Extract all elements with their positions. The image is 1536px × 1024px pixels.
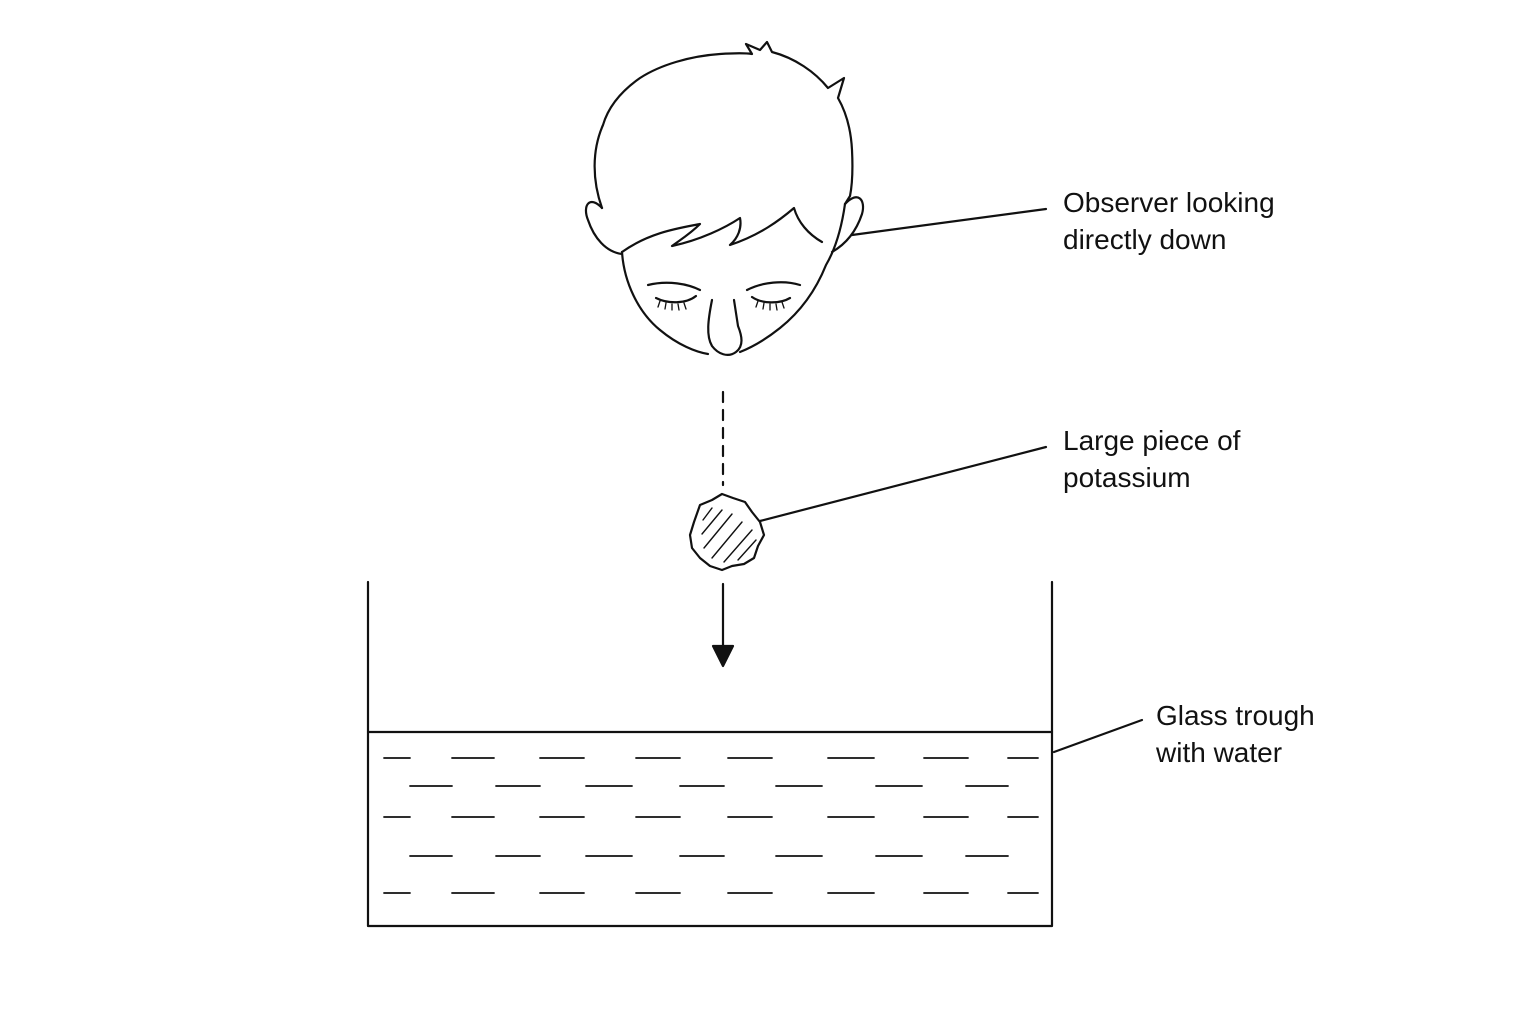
potassium-lump-icon — [688, 492, 766, 572]
observer-label-line2: directly down — [1063, 224, 1227, 255]
potassium-leader-line — [758, 445, 1048, 523]
water-dashes — [383, 757, 1039, 894]
observer-label: Observer looking directly down — [1063, 184, 1275, 258]
observer-leader-line — [850, 207, 1048, 237]
drop-arrow — [711, 582, 735, 668]
potassium-label: Large piece of potassium — [1063, 422, 1240, 496]
trough-label-line1: Glass trough — [1156, 700, 1315, 731]
potassium-label-line1: Large piece of — [1063, 425, 1241, 456]
observer-head-icon — [584, 40, 865, 356]
trough-leader-line — [1052, 718, 1144, 754]
observer-label-line1: Observer looking — [1063, 187, 1275, 218]
glass-trough-icon — [366, 580, 1054, 928]
potassium-label-line2: potassium — [1063, 462, 1191, 493]
trough-label-line2: with water — [1156, 737, 1283, 768]
trough-label: Glass trough with water — [1156, 697, 1315, 771]
